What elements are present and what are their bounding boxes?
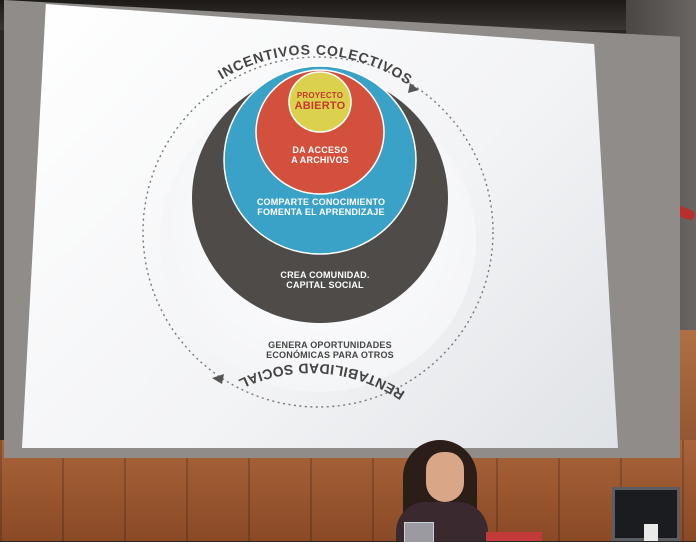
dotted-ring xyxy=(142,56,494,408)
presenter-face xyxy=(426,452,464,502)
level-2-label: DA ACCESO A ARCHIVOS xyxy=(291,145,349,166)
arrow-icon xyxy=(408,83,419,93)
red-book xyxy=(486,532,542,541)
water-glass xyxy=(404,522,434,542)
monitor-sticker xyxy=(644,524,658,541)
level-4-label: CREA COMUNIDAD. CAPITAL SOCIAL xyxy=(280,270,370,291)
arrow-icon xyxy=(212,374,224,384)
level-1-circle xyxy=(288,71,352,133)
level-5-label: GENERA OPORTUNIDADES ECONÓMICAS PARA OTR… xyxy=(266,340,394,361)
level-1-label: PROYECTO ABIERTO xyxy=(294,91,346,113)
level-3-label: COMPARTE CONOCIMIENTO FOMENTA EL APRENDI… xyxy=(256,197,386,218)
